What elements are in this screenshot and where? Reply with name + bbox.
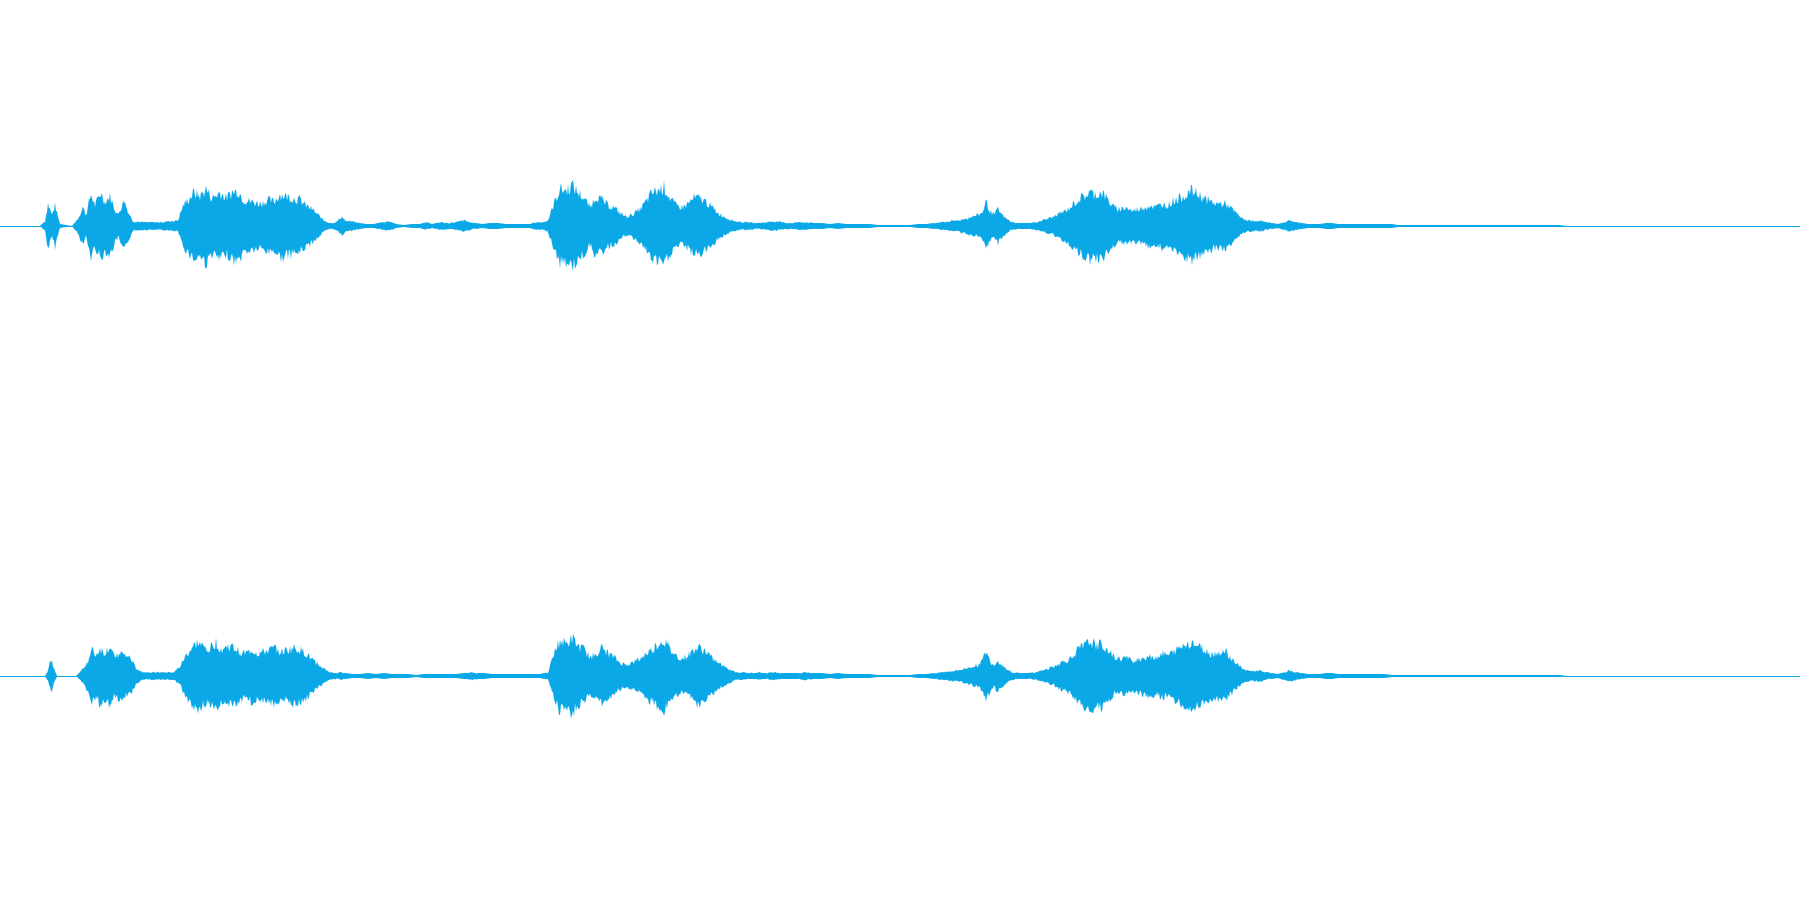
waveform-envelope: [0, 179, 1800, 272]
waveform-envelope: [0, 634, 1800, 719]
channel-right-waveform: [0, 634, 1800, 719]
channel-left-waveform: [0, 179, 1800, 272]
